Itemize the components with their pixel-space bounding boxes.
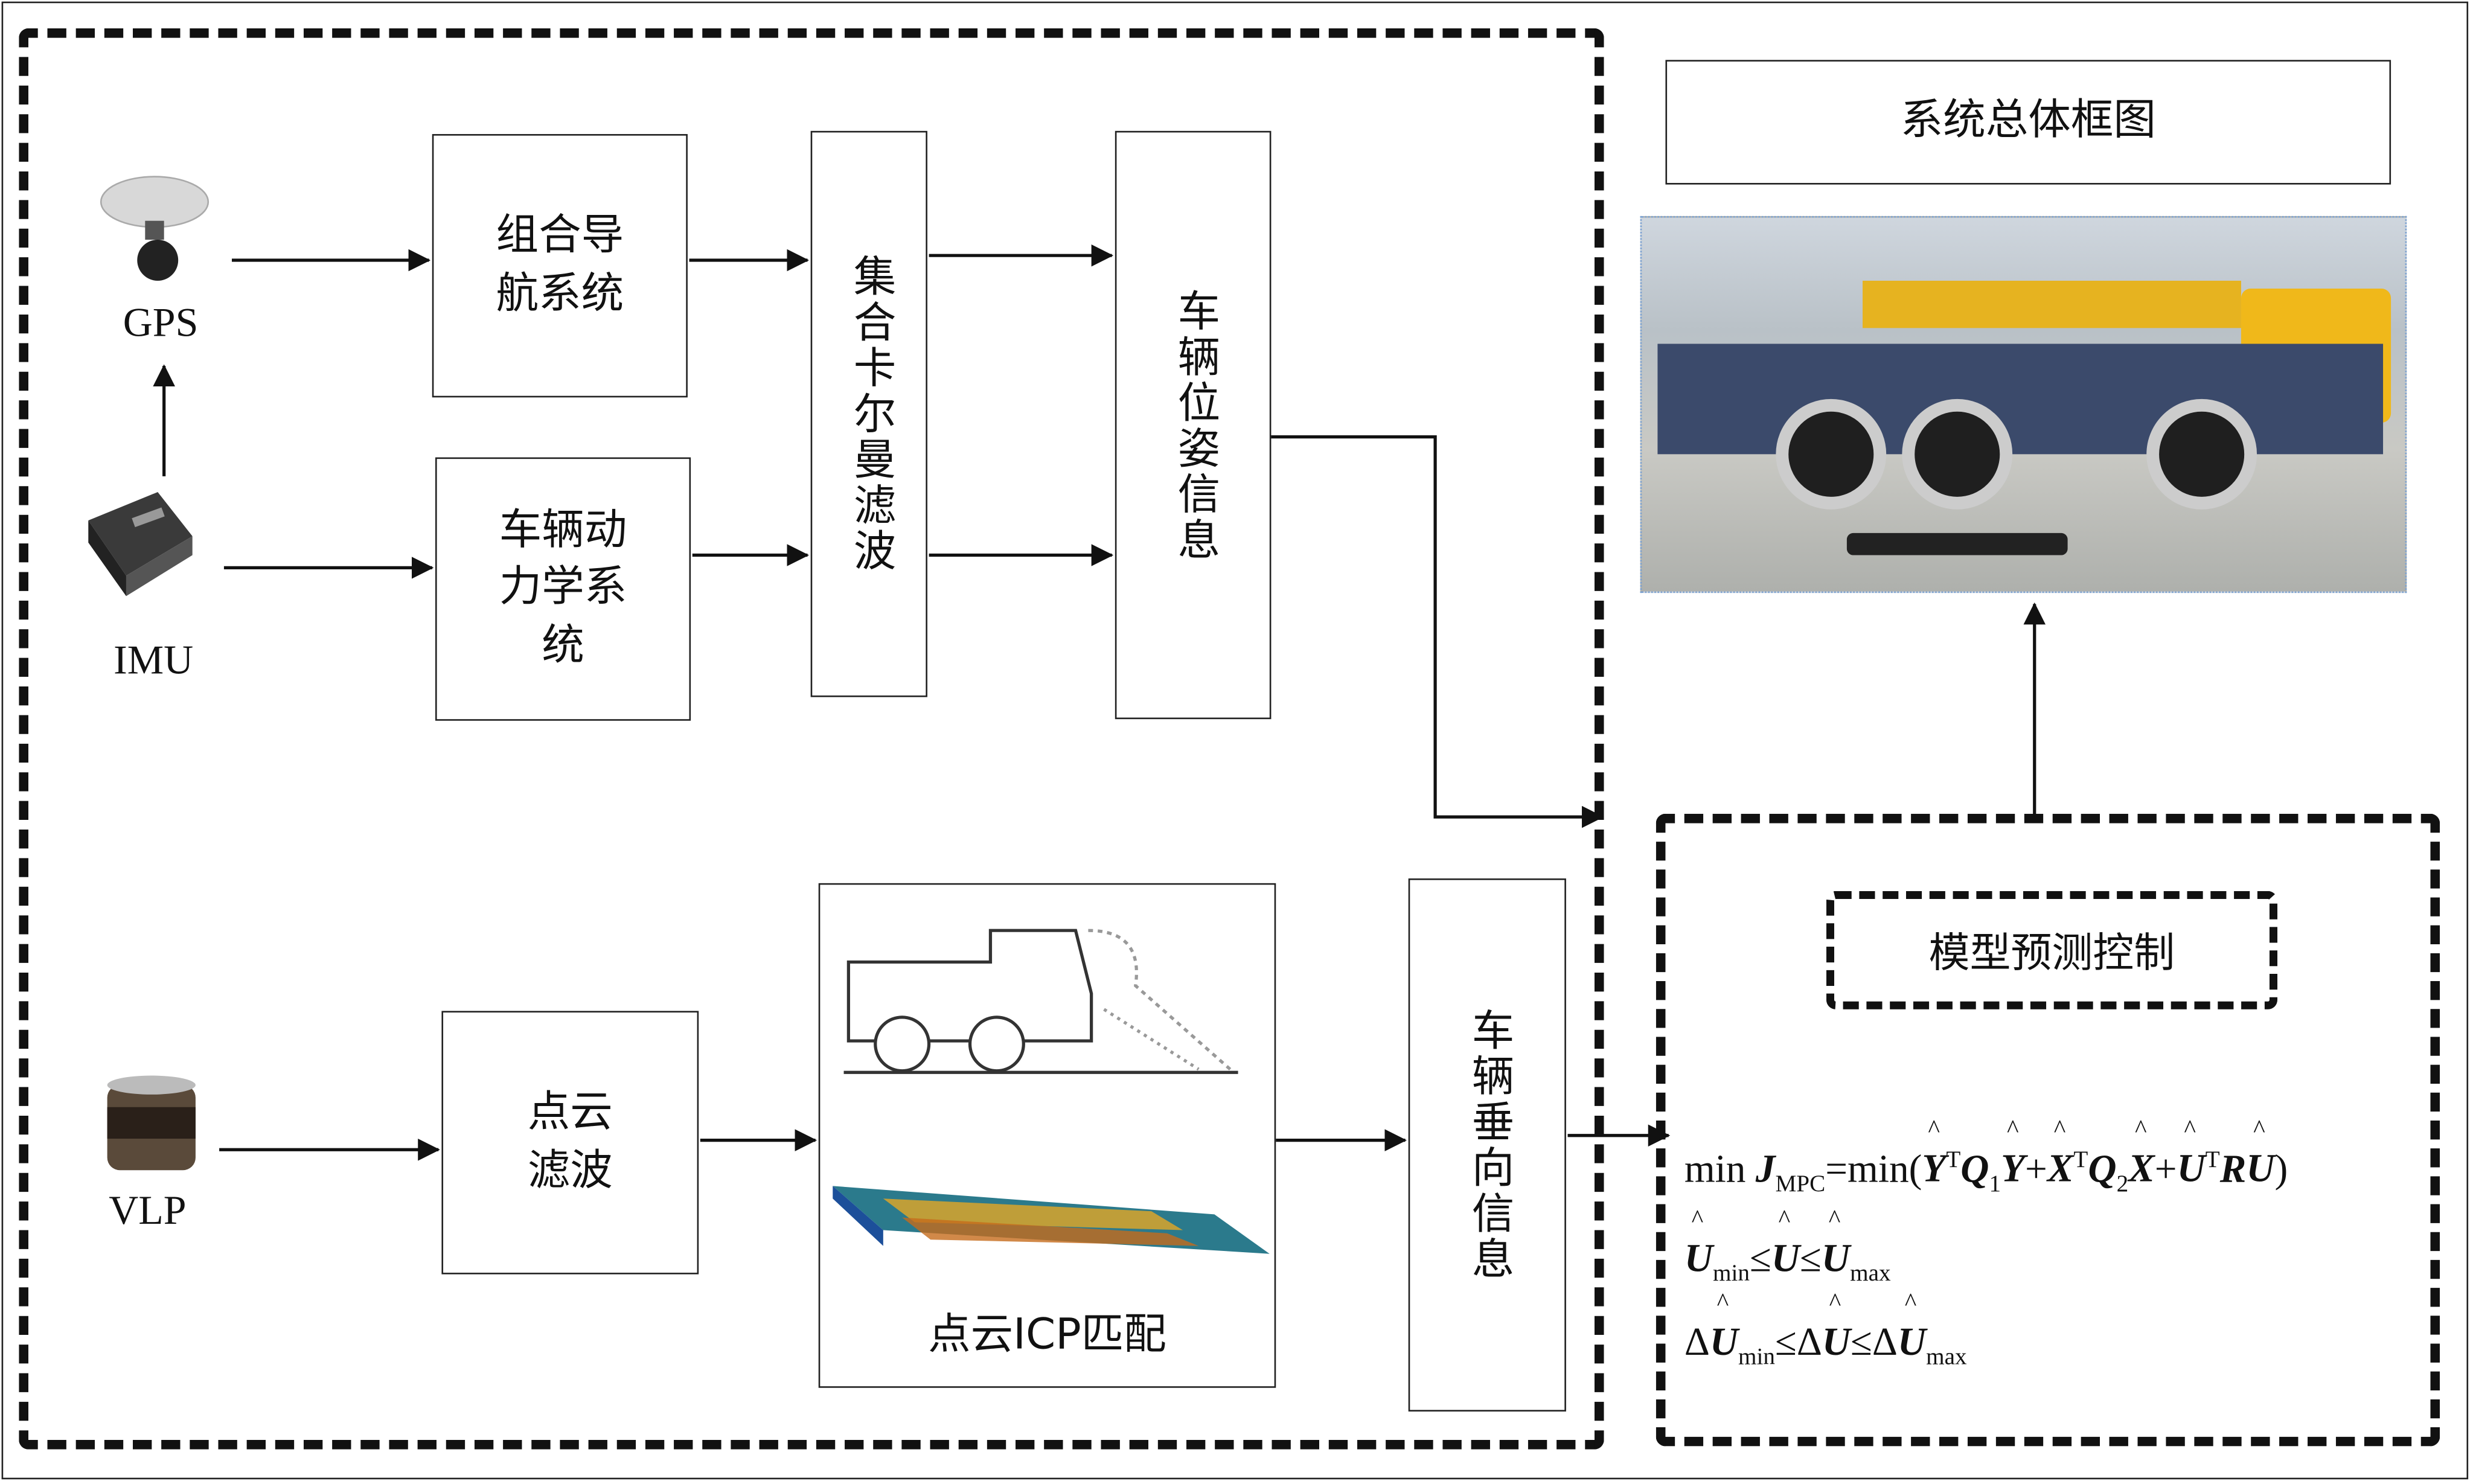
d-min: min <box>1738 1345 1775 1371</box>
gps-device-icon <box>100 176 210 281</box>
d-le2: ≤ <box>1851 1322 1872 1364</box>
f-U2: U <box>2246 1117 2274 1193</box>
icp-truck-sketch <box>843 929 1238 1074</box>
vehicle-dynamics-label: 车辆动力学系统 <box>499 506 627 670</box>
mpc-title: 模型预测控制 <box>1928 930 2175 978</box>
f-T2: T <box>2073 1148 2088 1174</box>
f-T1: T <box>1946 1148 1961 1174</box>
d-delta1: Δ <box>1684 1322 1710 1364</box>
f-plus2: + <box>2154 1148 2177 1192</box>
d-delta3: Δ <box>1872 1322 1898 1364</box>
mpc-title-box: 模型预测控制 <box>1826 891 2278 1009</box>
crane-vehicle-photo <box>1640 216 2407 593</box>
d-U3: U <box>1898 1290 1926 1366</box>
vehicle-pose-label: 车辆位姿信息 <box>1169 287 1219 563</box>
mpc-cost-function: min JMPC=min(YTQ1Y+XTQ2X+UTRU) <box>1684 1117 2288 1199</box>
d-delta2: Δ <box>1796 1322 1822 1364</box>
c-U2: U <box>1771 1206 1800 1282</box>
ensemble-kalman-filter-label: 集合卡尔曼滤波 <box>845 254 895 574</box>
f-U1: U <box>2177 1117 2206 1193</box>
f-plus1: + <box>2024 1148 2047 1192</box>
f-J: J <box>1755 1148 1776 1192</box>
f-sub2: 2 <box>2116 1172 2129 1198</box>
f-R: R <box>2219 1148 2247 1192</box>
f-eq: =min( <box>1825 1148 1922 1192</box>
f-Q1: Q <box>1960 1148 1989 1192</box>
c-U1: U <box>1684 1206 1713 1282</box>
gps-label: GPS <box>123 299 199 346</box>
c-max: max <box>1850 1261 1891 1287</box>
control-constraint: Umin≤U≤Umax <box>1684 1206 1891 1289</box>
c-U3: U <box>1822 1206 1850 1282</box>
diagram-title-box: 系统总体框图 <box>1665 60 2391 185</box>
c-le1: ≤ <box>1749 1238 1771 1281</box>
f-Q2: Q <box>2088 1148 2117 1192</box>
vehicle-vertical-block: 车辆垂向信息 <box>1408 878 1566 1412</box>
d-le1: ≤ <box>1774 1322 1797 1364</box>
f-close: ) <box>2274 1148 2288 1192</box>
d-U1: U <box>1710 1290 1738 1366</box>
vehicle-vertical-label: 车辆垂向信息 <box>1464 1008 1513 1282</box>
diagram-title: 系统总体框图 <box>1900 97 2156 146</box>
point-cloud-filter-label: 点云滤波 <box>527 1088 613 1195</box>
vlp-lidar-icon <box>107 1075 196 1171</box>
f-X1: X <box>2047 1117 2074 1193</box>
icp-point-cloud-heatmap <box>833 1186 1270 1254</box>
f-Y1: Y <box>1922 1117 1946 1193</box>
point-cloud-icp-block: 点云ICP匹配 <box>818 883 1276 1388</box>
point-cloud-filter-block: 点云滤波 <box>441 1011 699 1275</box>
vehicle-pose-block: 车辆位姿信息 <box>1115 130 1272 720</box>
vlp-label: VLP <box>109 1187 187 1233</box>
perception-region <box>19 28 1604 1450</box>
c-min: min <box>1713 1261 1750 1287</box>
f-Y2: Y <box>2001 1117 2025 1193</box>
arrow-pose-mpc <box>1271 435 1604 828</box>
d-U2: U <box>1822 1290 1851 1366</box>
integrated-navigation-block: 组合导航系统 <box>432 134 688 398</box>
imu-label: IMU <box>114 637 194 683</box>
integrated-navigation-label: 组合导航系统 <box>496 211 624 318</box>
f-min: min <box>1684 1148 1746 1192</box>
control-increment-constraint: ΔUmin≤ΔU≤ΔUmax <box>1684 1290 1967 1372</box>
d-max: max <box>1926 1345 1967 1371</box>
ensemble-kalman-filter-block: 集合卡尔曼滤波 <box>810 130 927 697</box>
f-X2: X <box>2128 1117 2155 1193</box>
c-le2: ≤ <box>1800 1238 1822 1281</box>
vehicle-dynamics-block: 车辆动力学系统 <box>435 457 691 721</box>
f-sub1: 1 <box>1989 1172 2001 1198</box>
f-T3: T <box>2205 1148 2220 1174</box>
point-cloud-icp-label: 点云ICP匹配 <box>928 1310 1166 1359</box>
f-J-sub: MPC <box>1775 1172 1826 1198</box>
imu-device-icon <box>88 492 193 596</box>
